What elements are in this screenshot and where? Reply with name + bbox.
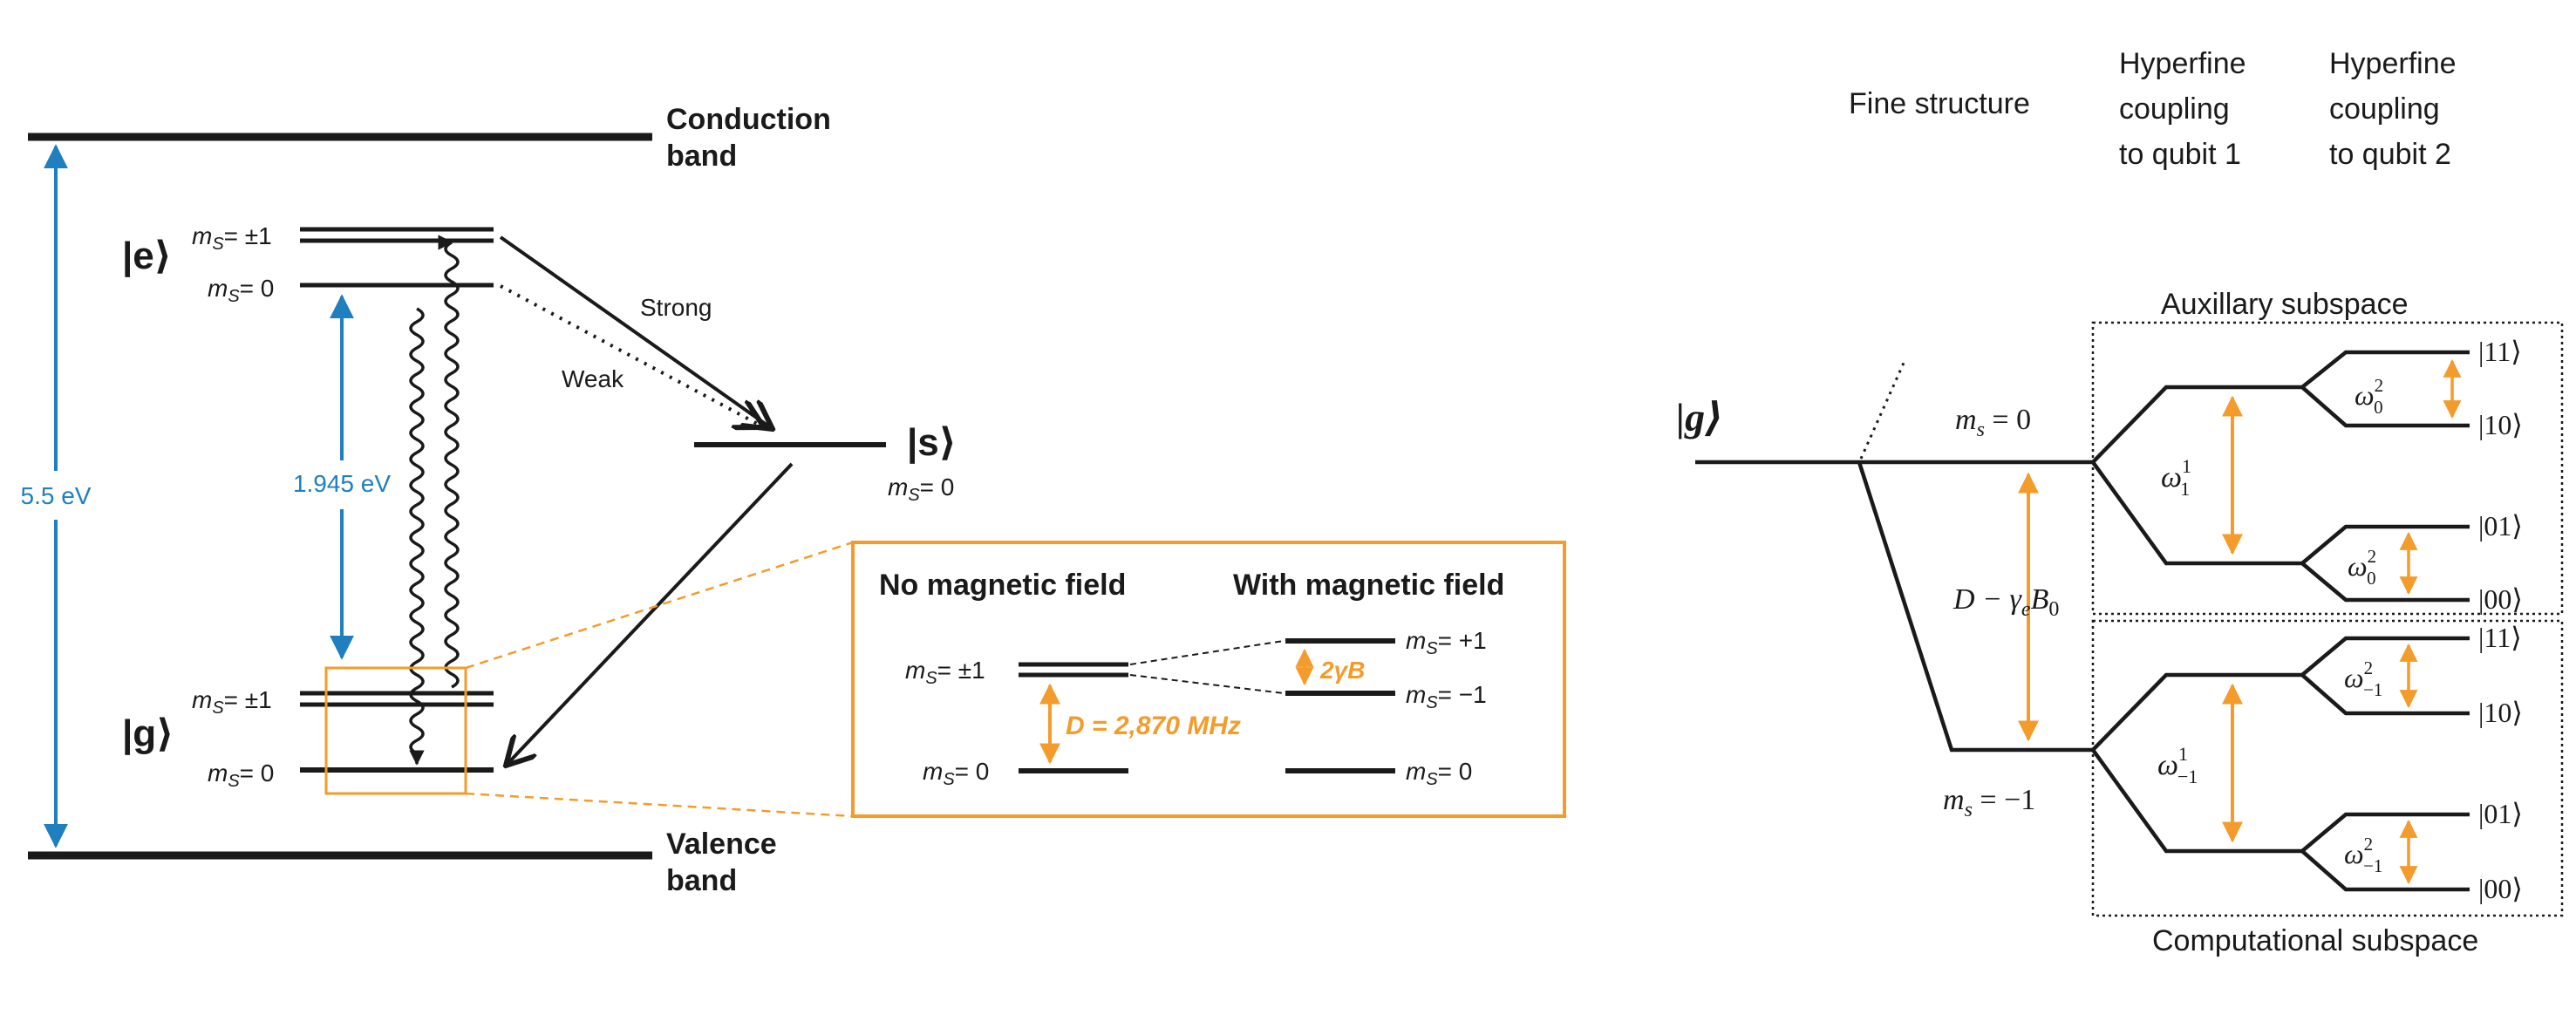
ket-01-comp: |01⟩ [2478, 798, 2523, 829]
valence-band-label-1: Valence [666, 828, 777, 861]
fine-splitting-label: D − γeB0 [1952, 583, 2059, 621]
ms0-label: ms = 0 [1955, 404, 2031, 441]
hf1-tree-top [2091, 385, 2302, 566]
excited-ms-0-label: mS= 0 [208, 275, 274, 306]
ket-11-comp: |11⟩ [2478, 622, 2522, 653]
col-hf2-line-2: coupling [2329, 92, 2440, 126]
band-diagram: Conduction band Valence band 5.5 eV |e⟩ … [21, 103, 957, 897]
strong-isc-arrow [499, 235, 773, 429]
w2-label-4: ω2−1 [2344, 834, 2382, 876]
hyperfine-diagram: Fine structure Hyperfine coupling to qub… [1676, 47, 2564, 957]
col-hf1-line-3: to qubit 1 [2119, 138, 2241, 171]
excitation-wave [409, 307, 425, 766]
zeeman-label: 2γB [1319, 657, 1365, 684]
inset-p1-label: mS= +1 [1406, 627, 1487, 658]
hf2-tree-1 [2300, 350, 2470, 428]
right-ground-label: |g⟩ [1676, 395, 1723, 439]
col-hf1-line-1: Hyperfine [2119, 47, 2246, 80]
col-hf2-line-1: Hyperfine [2329, 47, 2457, 80]
optical-gap-label: 1.945 eV [293, 470, 391, 497]
comp-subspace-label: Computational subspace [2152, 924, 2478, 957]
ket-10-comp: |10⟩ [2478, 697, 2523, 728]
hf2-tree-2 [2300, 524, 2470, 603]
zoom-connector-bottom [465, 792, 854, 818]
strong-label: Strong [640, 294, 712, 321]
hf2-tree-4 [2300, 812, 2470, 892]
inset-frame [851, 541, 1566, 818]
aux-subspace-box [2091, 321, 2564, 616]
singlet-state-label: |s⟩ [907, 421, 957, 465]
singlet-decay-arrow [506, 462, 794, 766]
ground-ms-0-label: mS= 0 [208, 760, 274, 791]
conduction-band-label-2: band [666, 140, 737, 173]
inset-0-label-left: mS= 0 [923, 758, 989, 789]
fine-structure-tree [1695, 460, 2093, 753]
ground-state-label: |g⟩ [122, 712, 174, 756]
col-hf2-line-3: to qubit 2 [2329, 138, 2451, 171]
hf1-tree-bottom [2091, 672, 2302, 854]
singlet-ms-label: mS= 0 [888, 473, 954, 505]
ket-00-comp: |00⟩ [2478, 873, 2523, 904]
msm1-label: ms = −1 [1943, 784, 2035, 821]
excited-ms-pm1-label: mS= ±1 [192, 222, 272, 254]
ground-ms-pm1-label: mS= ±1 [192, 686, 272, 718]
inset-pm1-label: mS= ±1 [905, 657, 985, 688]
ket-01-aux: |01⟩ [2478, 510, 2523, 542]
zeeman-connector-up [1129, 640, 1285, 665]
w1-bottom-label: ω1−1 [2157, 743, 2198, 787]
band-gap-label: 5.5 eV [21, 482, 92, 509]
weak-isc-arrow [500, 284, 764, 427]
inset-m1-label: mS= −1 [1406, 681, 1487, 712]
w2-label-3: ω2−1 [2344, 657, 2382, 700]
zfs-label: D = 2,870 MHz [1066, 712, 1241, 740]
excited-state-label: |e⟩ [122, 235, 172, 278]
col-hf1-line-2: coupling [2119, 92, 2230, 126]
with-field-title: With magnetic field [1233, 569, 1504, 602]
zeeman-connector-down [1129, 674, 1285, 694]
no-field-title: No magnetic field [879, 569, 1126, 602]
conduction-band-label-1: Conduction [666, 103, 831, 136]
comp-subspace-box [2091, 619, 2564, 917]
zoom-box [324, 666, 467, 795]
valence-band-label-2: band [666, 864, 737, 897]
fine-structure-dotted [1859, 360, 1906, 460]
ket-00-aux: |00⟩ [2478, 583, 2523, 615]
aux-subspace-label: Auxillary subspace [2161, 288, 2408, 321]
emission-wave [435, 241, 460, 689]
ket-10-aux: |10⟩ [2478, 409, 2523, 440]
weak-label: Weak [562, 365, 624, 392]
magnetic-field-inset: No magnetic field With magnetic field mS… [851, 541, 1566, 818]
ket-11-aux: |11⟩ [2478, 336, 2522, 367]
col-fine-structure: Fine structure [1849, 87, 2030, 120]
inset-0-label-right: mS= 0 [1406, 758, 1472, 789]
hf2-tree-3 [2300, 636, 2470, 716]
zoom-connector-top [465, 541, 854, 670]
